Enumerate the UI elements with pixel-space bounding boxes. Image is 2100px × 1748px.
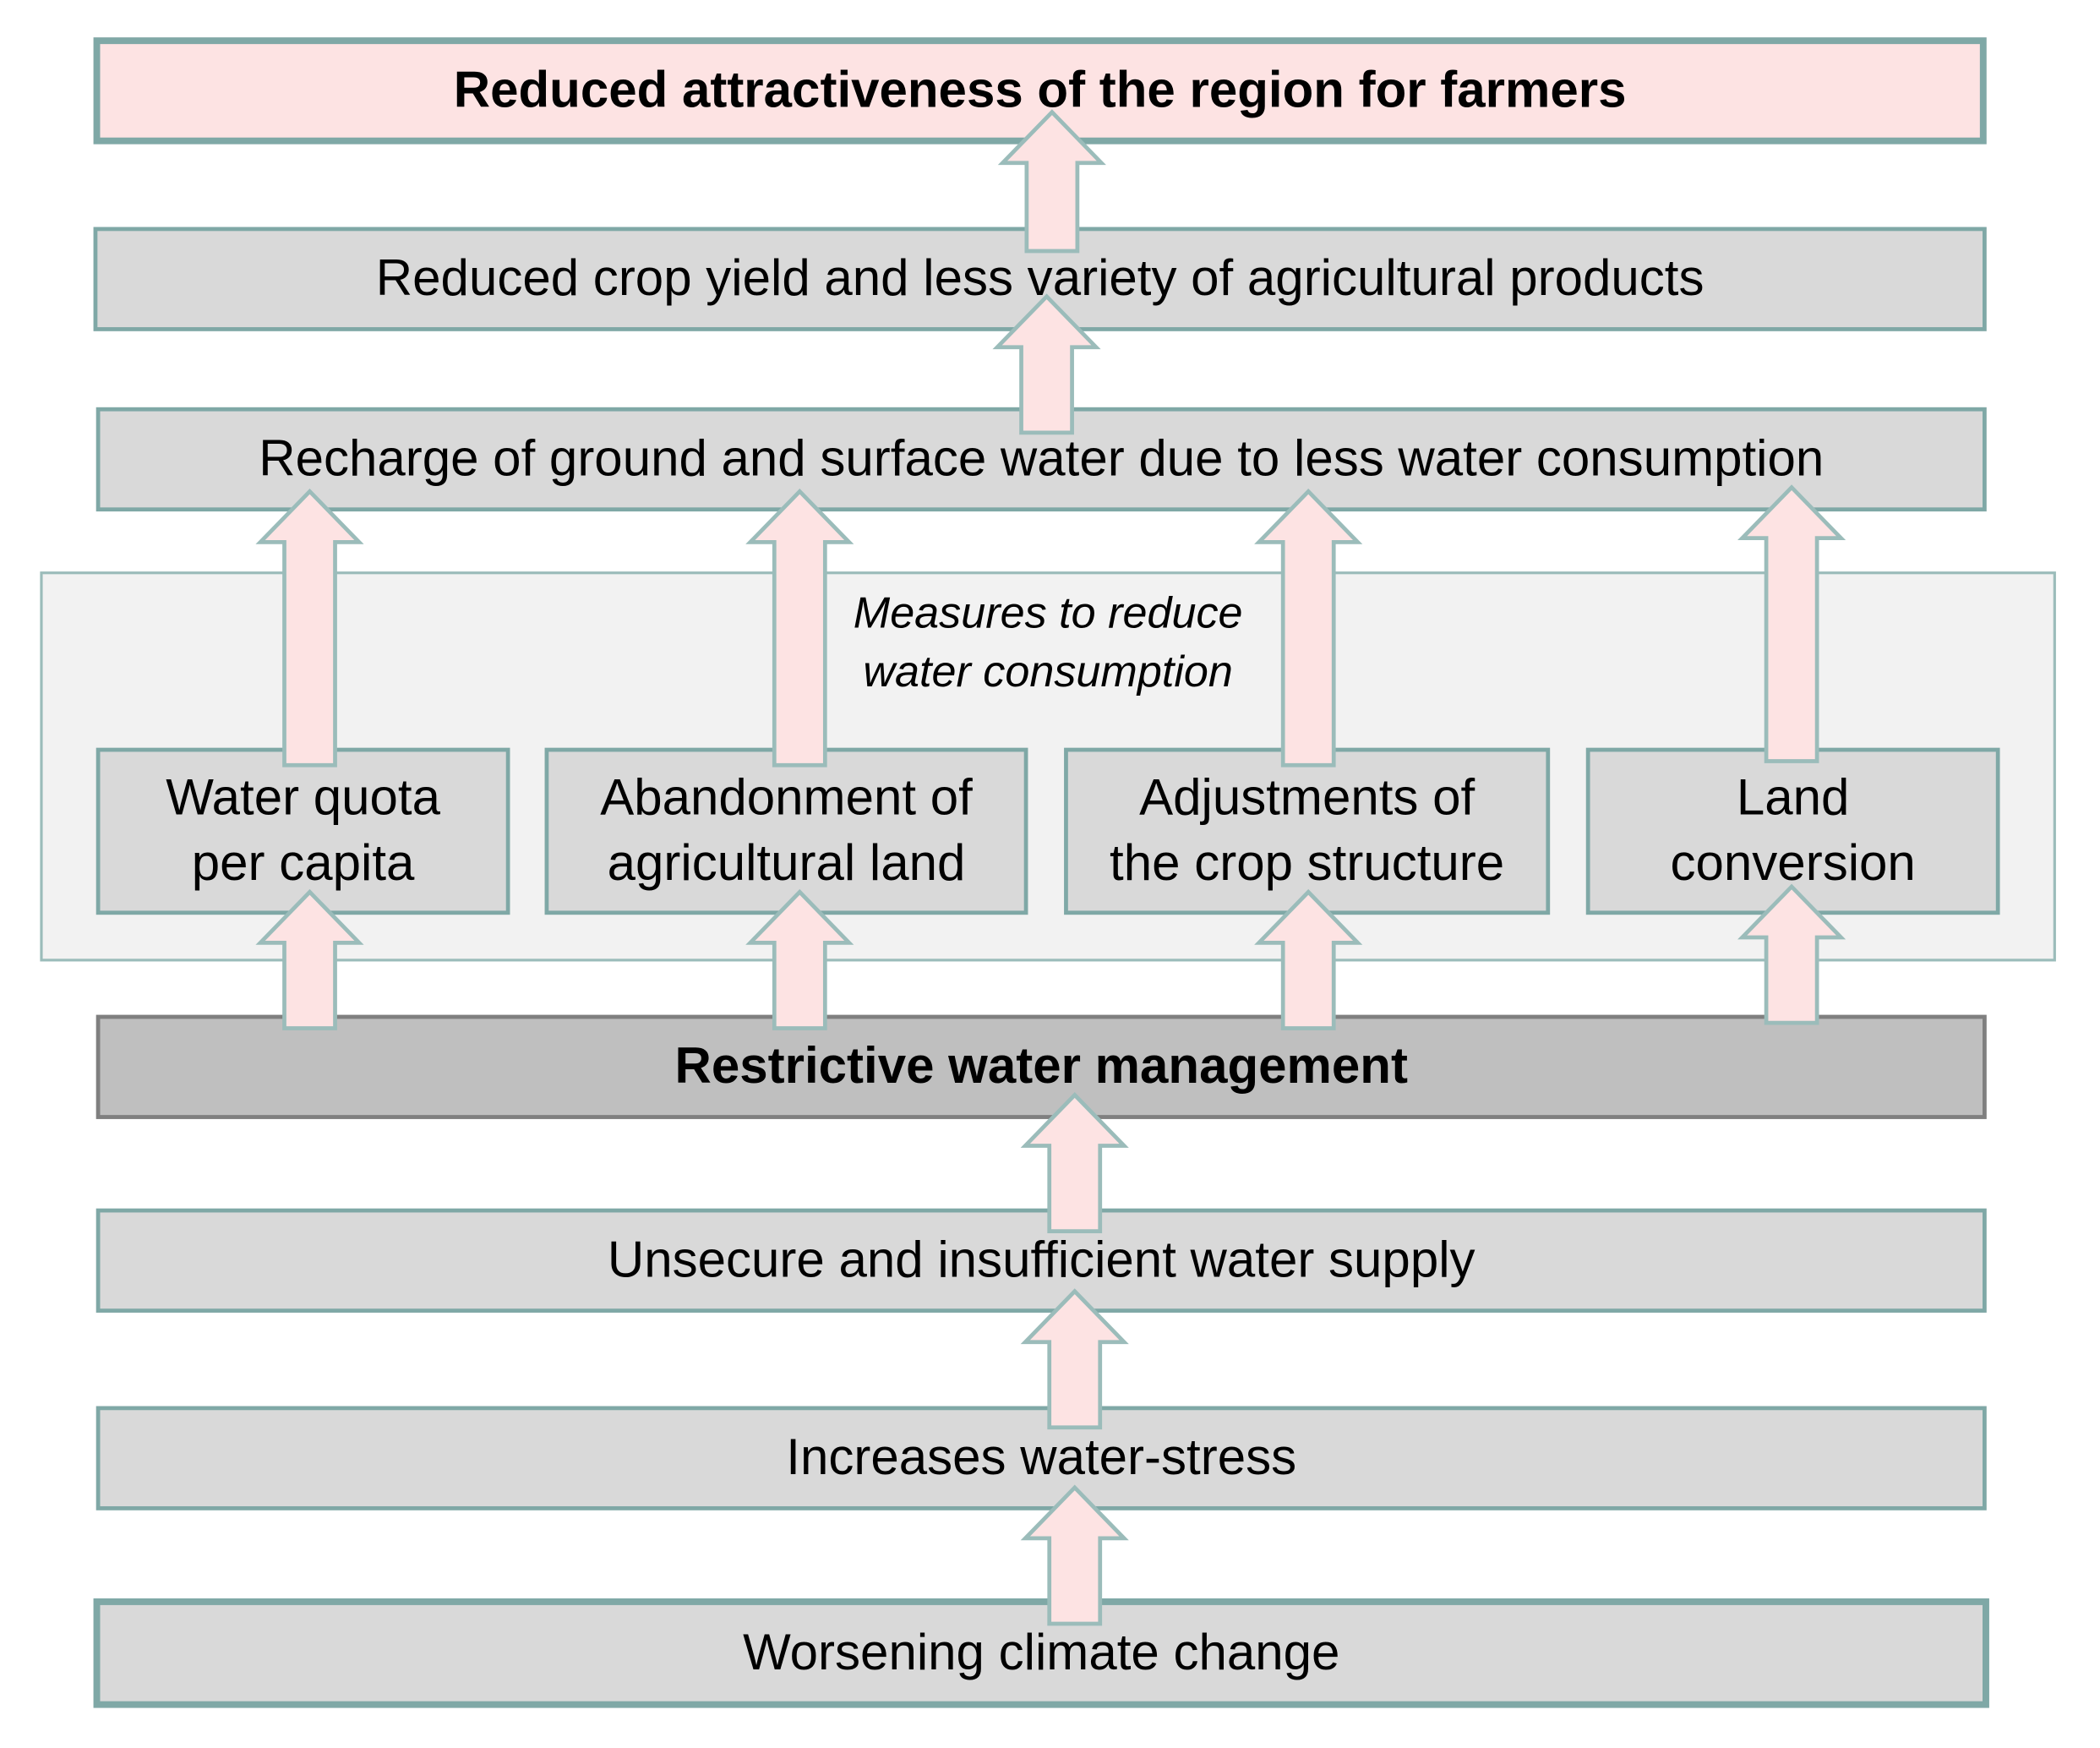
up-arrow-icon xyxy=(1254,488,1363,767)
measure-abandonment-line2: agricultural land xyxy=(607,835,966,892)
supply-box: Unsecure and insufficient water supply xyxy=(95,1208,1987,1313)
measure-land-conversion-line1: Land xyxy=(1736,769,1850,827)
measure-box-abandonment: Abandonment of agricultural land xyxy=(544,747,1028,915)
up-arrow-icon xyxy=(745,888,854,1030)
restrictive-box: Restrictive water management xyxy=(95,1014,1987,1119)
up-arrow-icon xyxy=(992,293,1101,435)
measure-abandonment-line1: Abandonment of xyxy=(600,769,973,827)
up-arrow-icon xyxy=(1254,888,1363,1030)
up-arrow-icon xyxy=(997,109,1106,254)
restrictive-box-text: Restrictive water management xyxy=(674,1039,1408,1095)
up-arrow-icon xyxy=(745,488,854,767)
climate-box-text: Worsening climate change xyxy=(743,1625,1340,1681)
measures-group-label: Measures to reduce water consumption xyxy=(748,583,1349,701)
up-arrow-icon xyxy=(1737,883,1846,1025)
up-arrow-icon xyxy=(1020,1092,1129,1233)
stress-box-text: Increases water-stress xyxy=(786,1429,1297,1487)
recharge-box-text: Recharge of ground and surface water due… xyxy=(259,431,1825,488)
measures-group-label-line1: Measures to reduce xyxy=(853,587,1243,637)
measure-crop-structure-line1: Adjustments of xyxy=(1139,769,1475,827)
top-box-text: Reduced attractiveness of the region for… xyxy=(453,63,1627,119)
measure-box-water-quota: Water quota per capita xyxy=(95,747,510,915)
measure-water-quota-line2: per capita xyxy=(191,835,415,892)
up-arrow-icon xyxy=(1020,1288,1129,1430)
measure-crop-structure-line2: the crop structure xyxy=(1110,835,1505,892)
measures-group-label-line2: water consumption xyxy=(863,646,1233,696)
measure-water-quota-line1: Water quota xyxy=(166,769,441,827)
stress-box: Increases water-stress xyxy=(95,1406,1987,1510)
up-arrow-icon xyxy=(255,488,364,767)
up-arrow-icon xyxy=(255,888,364,1030)
measure-land-conversion-line2: conversion xyxy=(1670,835,1916,892)
yield-box-text: Reduced crop yield and less variety of a… xyxy=(375,251,1705,308)
up-arrow-icon xyxy=(1020,1484,1129,1626)
up-arrow-icon xyxy=(1737,484,1846,763)
supply-box-text: Unsecure and insufficient water supply xyxy=(607,1232,1475,1289)
climate-box: Worsening climate change xyxy=(93,1598,1989,1708)
